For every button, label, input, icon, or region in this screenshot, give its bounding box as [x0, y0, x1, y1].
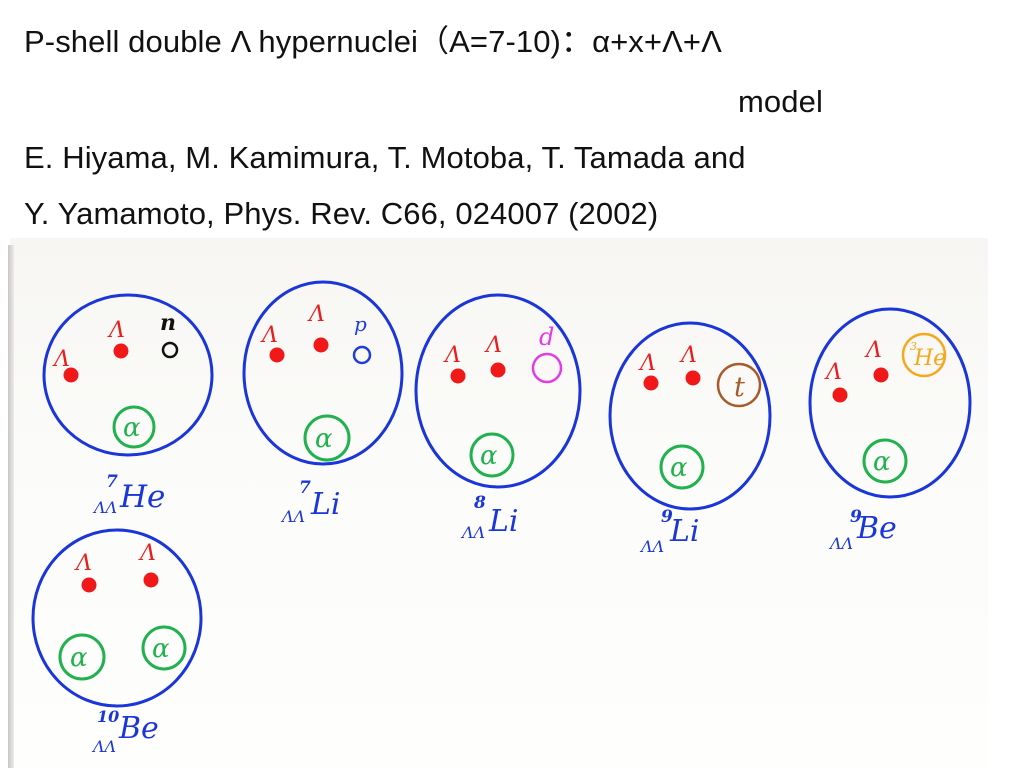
- alpha-cluster: [112, 405, 156, 449]
- lambda-particle: [643, 375, 659, 391]
- reference-authors: E. Hiyama, M. Kamimura, T. Motoba, T. Ta…: [24, 140, 746, 175]
- lambda-particle: [269, 347, 285, 363]
- nucleus-li7: Λ Λ p α 7 ΛΛ Li: [242, 280, 404, 526]
- lambda-mark: Λ: [638, 351, 656, 376]
- drawing-background: [10, 238, 988, 768]
- alpha-label: α: [152, 634, 170, 664]
- nucleus-boundary: [608, 321, 772, 511]
- x-particle-label: n: [160, 310, 176, 336]
- nucleus-element: Be: [118, 711, 159, 746]
- x-particle-label: t: [734, 372, 745, 403]
- nucleus-lambda-prefix: ΛΛ: [460, 523, 485, 542]
- nucleus-mass-number: 7: [106, 472, 118, 492]
- nucleus-li8: Λ Λ d α 8 ΛΛ Li: [414, 293, 582, 542]
- nucleus-lambda-prefix: ΛΛ: [280, 507, 305, 526]
- alpha-label: α: [315, 424, 333, 454]
- lambda-mark: Λ: [107, 318, 125, 343]
- nucleus-element: He: [119, 479, 165, 515]
- lambda-particle: [313, 337, 329, 353]
- nucleus-label: 8 ΛΛ Li: [460, 493, 519, 542]
- alpha-cluster: [469, 432, 515, 478]
- nucleus-lambda-prefix: ΛΛ: [828, 534, 853, 553]
- nucleus-be9: Λ Λ 3 He α 9 ΛΛ Be: [808, 307, 972, 553]
- lambda-mark: Λ: [138, 541, 156, 566]
- lambda-particle: [143, 572, 159, 588]
- lambda-particle: [450, 368, 466, 384]
- nucleus-lambda-prefix: ΛΛ: [91, 737, 116, 756]
- nucleus-mass-number: 8: [473, 493, 486, 513]
- x-particle-label: He: [913, 346, 946, 371]
- lambda-mark: Λ: [864, 338, 882, 363]
- nucleus-boundary: [42, 293, 214, 457]
- alpha-label: α: [123, 413, 141, 443]
- lambda-particle: [490, 362, 506, 378]
- alpha-label: α: [670, 453, 688, 483]
- nucleus-boundary: [31, 528, 203, 708]
- nucleus-mass-number: 9: [850, 507, 862, 527]
- neutron-particle: [161, 341, 179, 359]
- nucleus-element: Li: [669, 514, 700, 549]
- alpha-cluster: [303, 414, 351, 462]
- x-particle-label: p: [354, 312, 367, 336]
- nucleus-he7: Λ Λ n α 7 ΛΛ He: [42, 293, 214, 517]
- lambda-particle: [832, 387, 848, 403]
- helion-mass-number: 3: [910, 340, 917, 353]
- proton-particle: [352, 345, 372, 365]
- alpha-cluster: [659, 444, 705, 490]
- reference-journal: Y. Yamamoto, Phys. Rev. C66, 024007 (200…: [24, 196, 659, 231]
- triton-particle: [716, 362, 762, 408]
- nucleus-lambda-prefix: ΛΛ: [92, 498, 117, 517]
- lambda-mark: Λ: [74, 551, 92, 576]
- lambda-mark: Λ: [679, 343, 697, 368]
- nucleus-be10: Λ Λ α α 10 ΛΛ Be: [31, 528, 203, 756]
- nucleus-label: 7 ΛΛ He: [92, 472, 165, 517]
- lambda-particle: [113, 343, 129, 359]
- nucleus-boundary: [414, 293, 582, 489]
- nucleus-label: 7 ΛΛ Li: [280, 478, 341, 526]
- deuteron-particle: [531, 352, 563, 384]
- nucleus-label: 10 ΛΛ Be: [91, 707, 159, 756]
- lambda-particle: [63, 367, 79, 383]
- alpha-cluster: [862, 438, 908, 484]
- lambda-particle: [685, 370, 701, 386]
- lambda-mark: Λ: [260, 323, 278, 348]
- nucleus-label: 9 ΛΛ Be: [828, 507, 897, 553]
- nucleus-element: Li: [310, 487, 341, 522]
- lambda-mark: Λ: [52, 347, 70, 372]
- nucleus-mass-number: 9: [661, 507, 673, 527]
- lambda-mark: Λ: [484, 333, 502, 358]
- nucleus-li9: Λ Λ t α 9 ΛΛ Li: [608, 321, 772, 556]
- lambda-particle: [873, 367, 889, 383]
- alpha-label: α: [70, 643, 88, 673]
- slide-title: P-shell double Λ hypernuclei（A=7-10)：α+x…: [24, 24, 722, 59]
- alpha-cluster: [141, 625, 187, 671]
- slide-title-continuation: model: [738, 84, 823, 119]
- nucleus-element: Be: [856, 511, 897, 546]
- nucleus-mass-number: 10: [97, 707, 119, 726]
- nucleus-element: Li: [488, 504, 519, 539]
- lambda-mark: Λ: [307, 302, 325, 327]
- lambda-mark: Λ: [443, 343, 461, 368]
- nucleus-boundary: [242, 280, 404, 466]
- nucleus-mass-number: 7: [299, 478, 311, 498]
- lambda-particle: [81, 577, 97, 593]
- alpha-label: α: [480, 441, 498, 471]
- nucleus-boundary: [808, 307, 972, 499]
- drawing-edge: [8, 245, 14, 768]
- nucleus-label: 9 ΛΛ Li: [639, 507, 700, 556]
- nucleus-lambda-prefix: ΛΛ: [639, 537, 664, 556]
- lambda-mark: Λ: [824, 360, 842, 385]
- alpha-label: α: [873, 447, 891, 477]
- alpha-cluster: [58, 633, 106, 681]
- x-particle-label: d: [539, 323, 554, 351]
- helion-particle: [901, 332, 947, 378]
